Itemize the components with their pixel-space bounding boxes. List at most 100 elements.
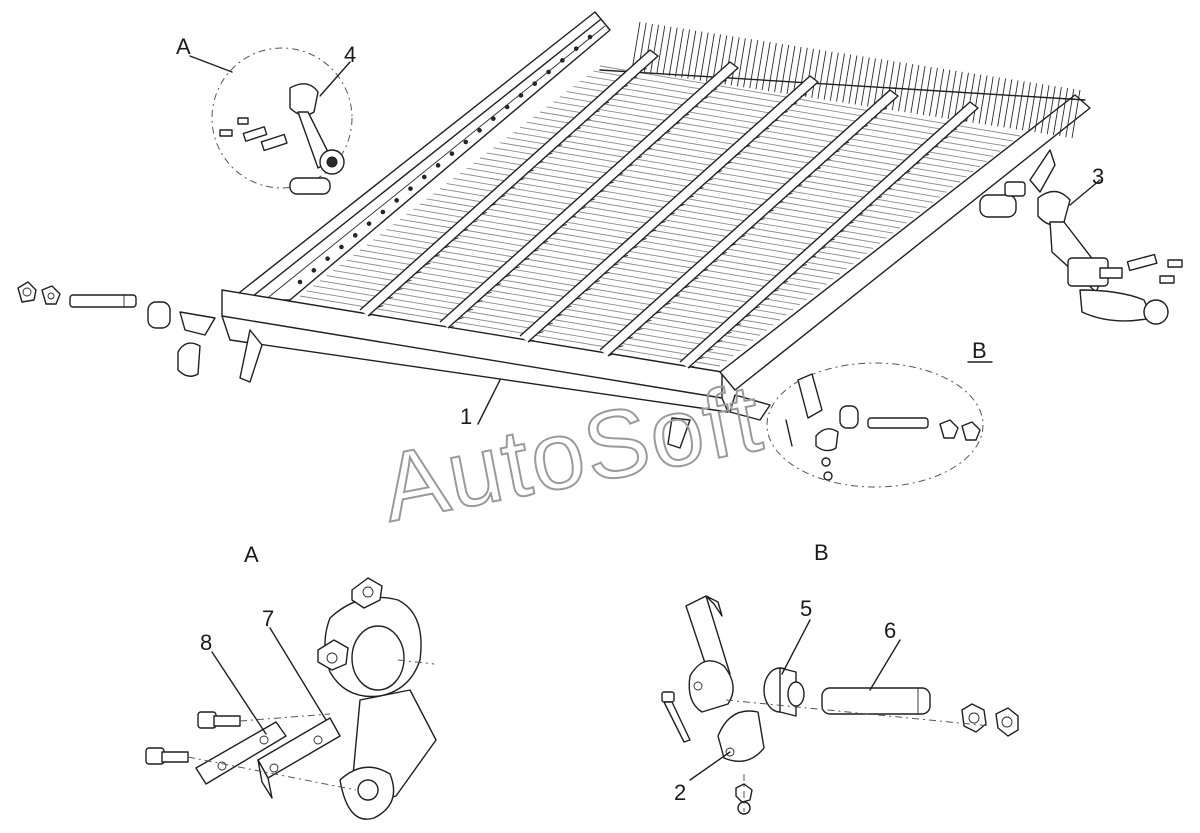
slat-tooth (941, 136, 948, 140)
rail-hole (325, 256, 330, 261)
slat-tooth (452, 237, 459, 241)
comb-tooth (774, 43, 783, 93)
slat-tooth (523, 257, 530, 261)
slat-tooth (772, 119, 779, 123)
comb-tooth (786, 45, 796, 95)
slat-tooth (932, 145, 939, 149)
slat-tooth (701, 268, 709, 272)
slat-tooth (805, 175, 812, 179)
comb-tooth (935, 68, 945, 118)
watermark: AutoSoft (373, 364, 771, 542)
louver-row (539, 111, 961, 183)
slat-tooth (607, 181, 614, 185)
comb-tooth (860, 57, 870, 106)
rail-hole (518, 93, 524, 98)
comb-tooth (941, 69, 951, 118)
comb-tooth (811, 49, 821, 98)
rail-hole (311, 268, 317, 273)
slat-tooth (852, 133, 859, 137)
slat-tooth (824, 158, 831, 162)
slat-tooth (433, 254, 440, 258)
slat-tooth (541, 240, 549, 244)
slat-tooth (471, 220, 478, 224)
slat-tooth (810, 255, 817, 259)
comb-tooth (854, 56, 864, 105)
rail-hole (380, 209, 386, 215)
slat-tooth (560, 223, 567, 227)
slat-tooth (885, 187, 892, 191)
rail-hole (339, 244, 344, 250)
callout-B-section: B (814, 540, 829, 565)
rail-hole (587, 34, 593, 40)
comb-tooth (705, 33, 715, 82)
slat-tooth (626, 336, 633, 340)
slat-tooth (715, 170, 723, 174)
slat-tooth (725, 161, 732, 165)
comb-tooth (656, 25, 666, 74)
slat-tooth (621, 84, 628, 88)
comb-tooth (1065, 88, 1075, 138)
slat-tooth (537, 161, 544, 165)
slat-tooth (424, 262, 431, 266)
slat-tooth (951, 128, 958, 132)
slat-tooth (692, 105, 699, 109)
comb-tooth (743, 39, 752, 88)
comb-tooth (687, 30, 697, 79)
comb-tooth (1009, 80, 1019, 129)
slat-tooth (777, 201, 784, 205)
slat-tooth (612, 93, 619, 97)
slat-tooth (791, 102, 798, 106)
rail-hole (491, 116, 496, 121)
slat-tooth (894, 179, 901, 183)
slat-tooth (377, 305, 384, 308)
slat-tooth (654, 139, 661, 143)
slat-tooth (692, 277, 699, 281)
slat-tooth (828, 238, 836, 242)
comb-tooth (891, 62, 901, 111)
louver-row (359, 249, 781, 321)
slat-tooth (494, 283, 502, 287)
slat-tooth (593, 280, 600, 284)
louver-row (366, 244, 787, 316)
comb-tooth (1015, 81, 1025, 130)
slat-tooth (645, 147, 652, 151)
slat-tooth (546, 152, 553, 156)
slat-tooth (546, 322, 553, 326)
callout-1: 1 (460, 404, 472, 429)
louver-row (373, 239, 794, 311)
slat-tooth (791, 272, 798, 276)
callout-6: 6 (884, 618, 896, 643)
comb-tooth (668, 27, 678, 76)
slat-tooth (631, 246, 638, 250)
slat-tooth (758, 218, 765, 221)
comb-tooth (972, 74, 982, 123)
slat-tooth (720, 251, 727, 255)
slat-tooth (814, 167, 821, 171)
comb-tooth (780, 44, 790, 94)
slat-tooth (833, 150, 840, 154)
slat-tooth (739, 235, 746, 238)
slat-tooth (570, 215, 577, 219)
comb-tooth (947, 70, 957, 119)
comb-tooth (792, 46, 802, 95)
slat-tooth (579, 207, 586, 210)
louver-row (399, 218, 821, 290)
slat-tooth (744, 144, 751, 148)
slat-tooth (744, 314, 751, 318)
rail-hole (573, 46, 579, 51)
right-crank-assembly (1037, 179, 1183, 325)
slat-tooth (734, 153, 741, 157)
slat-tooth (603, 271, 610, 275)
detail-b-ellipse (766, 361, 993, 488)
slat-tooth (466, 308, 473, 312)
slat-tooth (396, 288, 403, 292)
rail-hole (297, 279, 303, 285)
slat-tooth (711, 260, 718, 264)
slat-tooth (819, 247, 826, 250)
comb-tooth (898, 63, 907, 112)
slat-tooth (414, 271, 422, 275)
comb-tooth (1034, 84, 1044, 133)
slat-tooth (598, 190, 605, 193)
comb-tooth (829, 52, 839, 101)
view-a (145, 577, 437, 820)
